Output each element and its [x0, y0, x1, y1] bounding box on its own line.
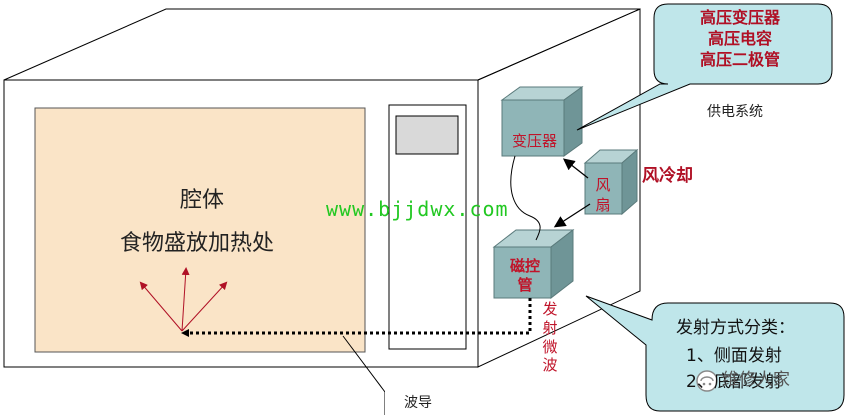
oven-body: [3, 8, 641, 368]
magnetron-box: [492, 228, 575, 300]
cavity-panel: [34, 107, 366, 353]
magnetron-label: 磁控管: [509, 257, 540, 294]
hv-callout-text: 高压变压器 高压电容 高压二极管: [660, 8, 820, 70]
waveguide-label: 波导: [404, 395, 432, 411]
emission-arrows: [139, 267, 228, 332]
method-callout-title: 发射方式分类：: [676, 318, 795, 338]
brand-watermark: 维修人家: [722, 370, 790, 390]
fan-box: [583, 148, 639, 216]
oven-side-face: [477, 8, 641, 368]
hv-item: 高压二极管: [699, 49, 780, 69]
control-panel: [388, 104, 467, 350]
air-cooling-label: 风冷却: [642, 166, 693, 186]
website-watermark: www.bjjdwx.com: [326, 197, 509, 221]
transformer-box: [500, 86, 584, 157]
hv-item: 高压变压器: [699, 8, 780, 27]
hv-callout: [576, 3, 833, 131]
emit-microwave-label: 发射微波: [542, 300, 558, 375]
display-window: [395, 115, 459, 155]
fan-to-magnetron-arrow: [553, 203, 591, 228]
method-item: 2、底部发射: [686, 372, 782, 392]
microwave-path: [186, 298, 532, 335]
power-supply-label: 供电系统: [707, 104, 763, 120]
oven-top-face: [3, 8, 641, 81]
fan-label: 风扇: [595, 176, 611, 214]
hv-item: 高压电容: [707, 28, 772, 48]
fan-to-transformer-arrow: [562, 158, 589, 179]
waveguide-label-bg: [385, 389, 458, 417]
microwave-path-head: [181, 329, 189, 337]
cavity-title: 腔体: [180, 188, 225, 213]
food-heating-area-label: 食物盛放加热处: [120, 231, 275, 256]
method-callout: [585, 295, 845, 412]
wire-connection: [510, 155, 541, 241]
method-item: 1、侧面发射: [686, 346, 782, 366]
brand-logo-icon: [696, 370, 718, 392]
transformer-label: 变压器: [512, 132, 558, 150]
